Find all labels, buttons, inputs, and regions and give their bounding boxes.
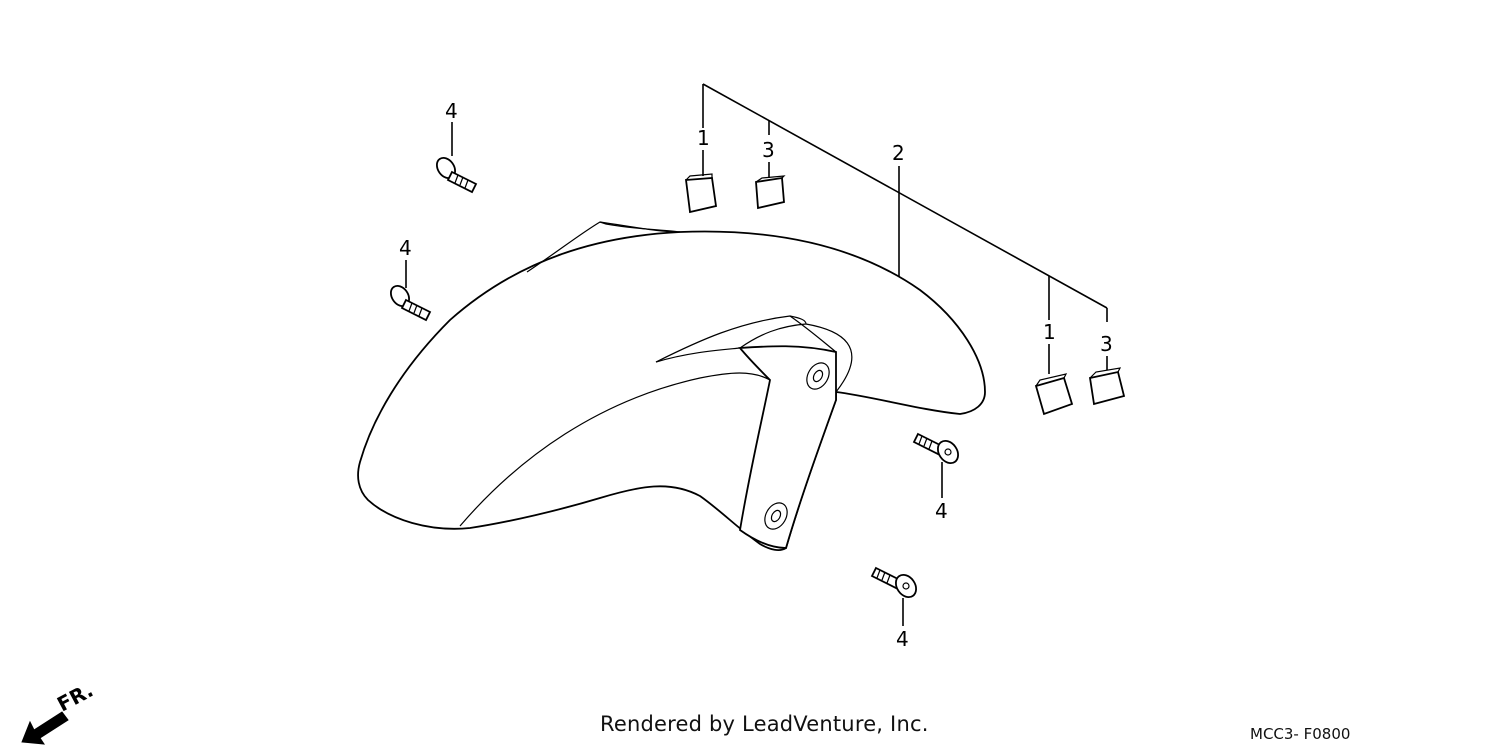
- render-credit: Rendered by LeadVenture, Inc.: [600, 712, 929, 736]
- direction-label: FR.: [53, 678, 97, 717]
- front-direction-arrow-icon: [21, 711, 69, 745]
- screw-top: [436, 156, 478, 194]
- callout-part-4-top: 4: [445, 99, 458, 123]
- rubber-tab-3-right: [1088, 367, 1126, 406]
- screw-bottom: [870, 566, 917, 599]
- screw-left: [390, 284, 432, 322]
- leader-lines: [405, 83, 1108, 626]
- callout-part-4-bottom: 4: [896, 627, 909, 651]
- rubber-tab-3-left: [755, 175, 786, 210]
- figure-code: MCC3- F0800: [1250, 725, 1351, 743]
- callout-part-3-left: 3: [762, 138, 775, 162]
- callout-part-4-left: 4: [399, 236, 412, 260]
- callout-part-1-left: 1: [697, 126, 710, 150]
- front-fender: [357, 221, 986, 551]
- callout-part-3-right: 3: [1100, 332, 1113, 356]
- rubber-tab-1-right: [1034, 373, 1074, 416]
- callout-part-2: 2: [892, 141, 905, 165]
- rubber-tab-1-left: [684, 173, 718, 214]
- screw-mid: [912, 432, 959, 465]
- callout-part-1-right: 1: [1043, 320, 1056, 344]
- callout-part-4-mid: 4: [935, 499, 948, 523]
